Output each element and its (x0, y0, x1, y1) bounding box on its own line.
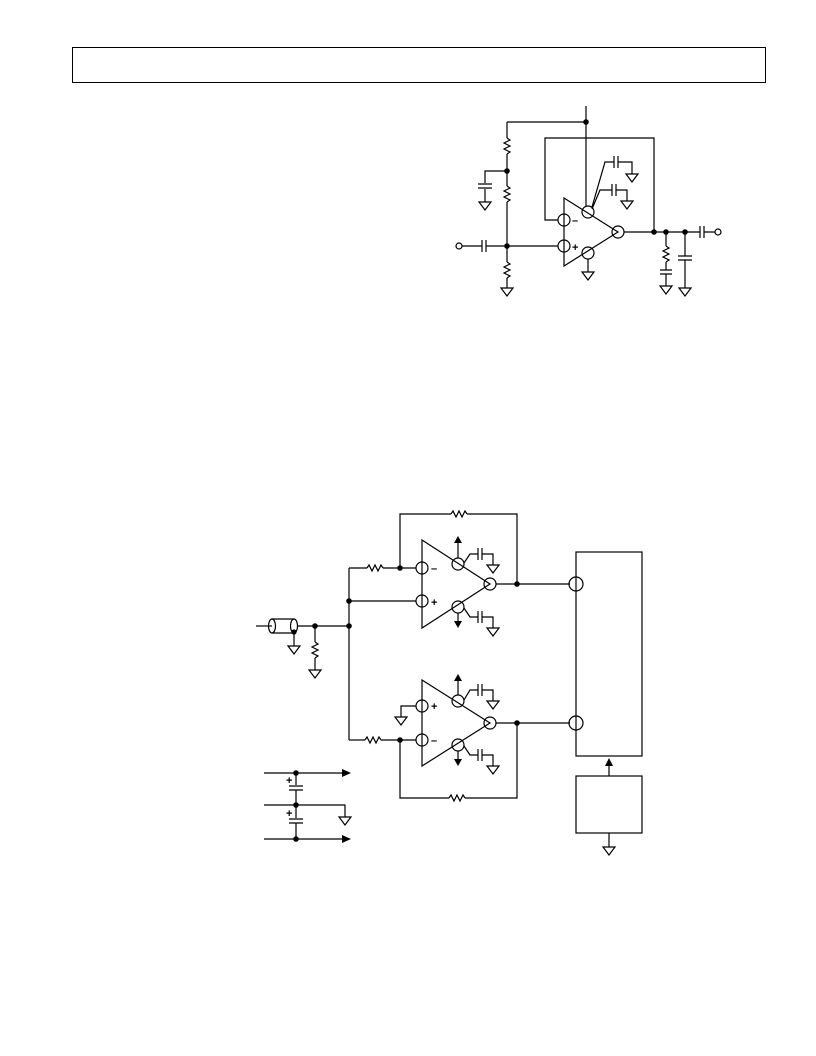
top-circuit: – + (455, 106, 722, 297)
opamp-top-minus-label: – (572, 215, 578, 227)
output-terminal (714, 228, 722, 236)
adc-block (575, 551, 643, 757)
bias-resistor-top (503, 137, 511, 155)
amp2-body (421, 678, 492, 768)
amp2-plus-label: + (431, 701, 437, 713)
amp1-minus-label: – (431, 563, 437, 575)
page-header-box (72, 47, 766, 83)
input-terminal (455, 242, 463, 250)
supply-cap-bottom-polarity: + (286, 808, 292, 820)
amp1-body (421, 538, 492, 630)
coax-connector (272, 618, 294, 634)
opamp-top-body (563, 196, 620, 268)
opamp-top-plus-label: + (572, 242, 578, 254)
amp1-plus-label: + (431, 597, 437, 609)
bias-resistor-bottom (503, 261, 511, 279)
supply-cap-top-polarity: + (286, 775, 292, 787)
amp2-minus-label: – (431, 735, 437, 747)
bias-resistor-mid (503, 185, 511, 203)
reference-block (575, 775, 643, 834)
bottom-circuit: – + + – (256, 510, 643, 856)
